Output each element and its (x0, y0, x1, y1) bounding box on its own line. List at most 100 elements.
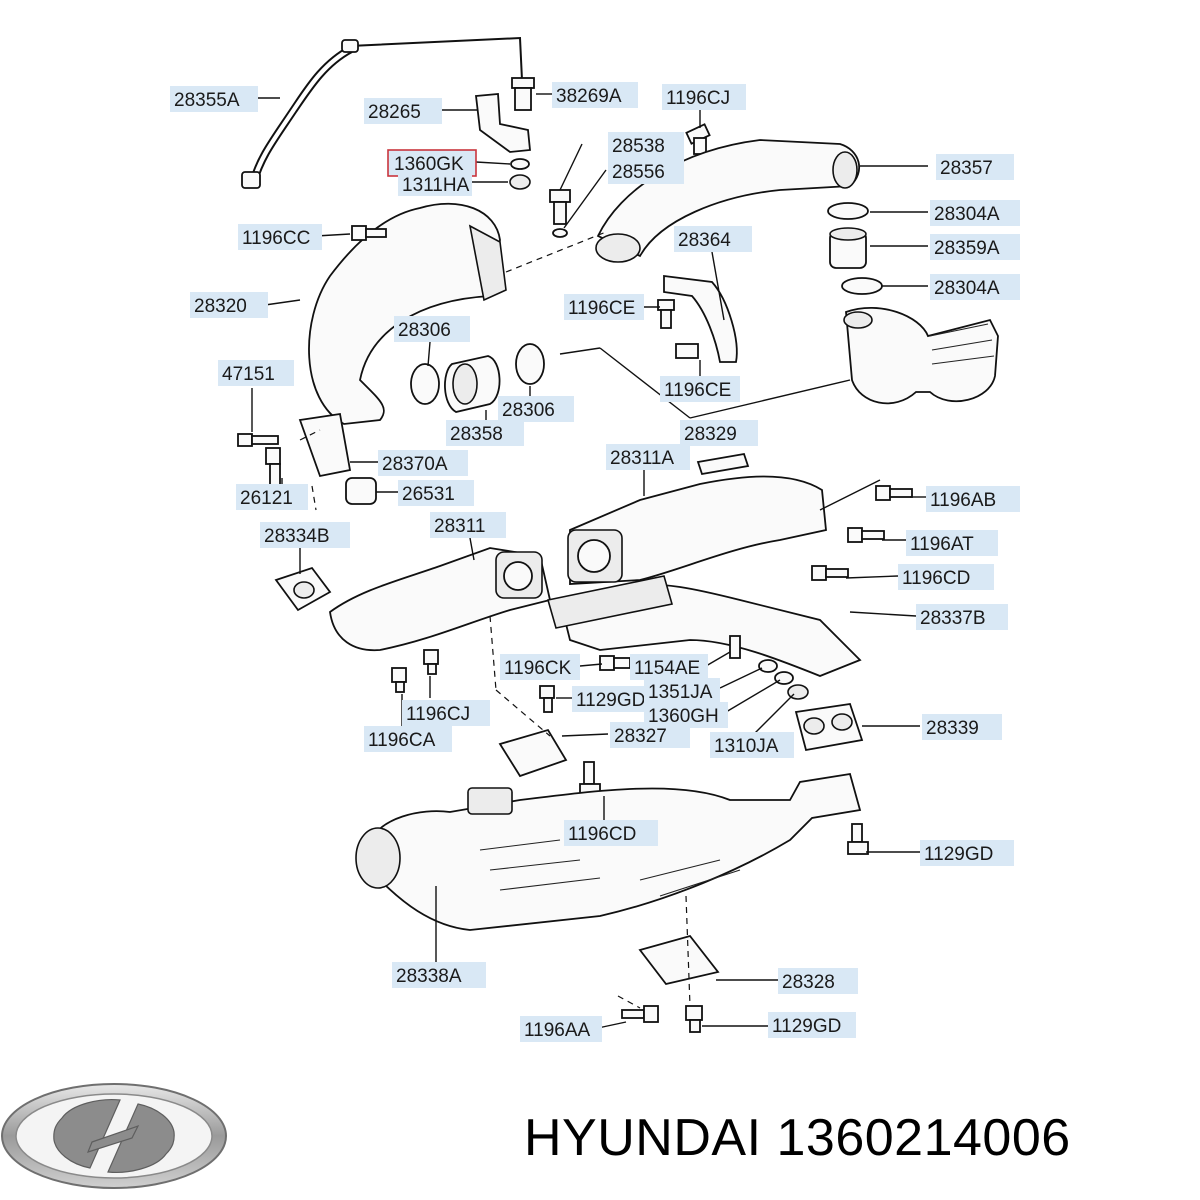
exhaust-manifold-28311 (329, 547, 552, 652)
label-1129GD-3[interactable]: 1129GD (768, 1012, 856, 1038)
label-28357[interactable]: 28357 (936, 154, 1014, 180)
label-28328[interactable]: 28328 (778, 968, 858, 994)
svg-text:26121: 26121 (240, 488, 293, 509)
svg-text:28304A: 28304A (934, 204, 1000, 225)
label-1196AB[interactable]: 1196AB (926, 486, 1020, 512)
svg-text:1196AA: 1196AA (524, 1020, 591, 1041)
label-28338A[interactable]: 28338A (392, 962, 486, 988)
label-38269A[interactable]: 38269A (552, 82, 638, 108)
svg-text:47151: 47151 (222, 364, 275, 385)
svg-text:1196CD: 1196CD (568, 824, 636, 845)
front-pipe-28338A (355, 772, 862, 931)
svg-text:28538: 28538 (612, 136, 665, 157)
svg-text:1196AB: 1196AB (930, 490, 996, 511)
label-28556[interactable]: 28556 (608, 158, 684, 184)
svg-text:28306: 28306 (398, 320, 451, 341)
svg-text:28328: 28328 (782, 972, 835, 993)
bracket-28328 (638, 934, 720, 986)
svg-text:28359A: 28359A (934, 238, 1000, 259)
svg-text:1196CC: 1196CC (242, 228, 310, 249)
svg-text:1154AE: 1154AE (634, 658, 700, 679)
label-1196CJ-2[interactable]: 1196CJ (402, 700, 490, 726)
label-28358[interactable]: 28358 (446, 420, 524, 446)
part-number: 1360214006 (776, 1109, 1071, 1167)
label-28334B[interactable]: 28334B (260, 522, 350, 548)
label-1196CE-2[interactable]: 1196CE (660, 376, 740, 402)
label-26121[interactable]: 26121 (236, 484, 308, 510)
svg-text:28311A: 28311A (610, 448, 674, 469)
label-28327[interactable]: 28327 (610, 722, 690, 748)
label-1196CK[interactable]: 1196CK (500, 654, 580, 680)
label-26531[interactable]: 26531 (398, 480, 474, 506)
svg-text:1196CD: 1196CD (902, 568, 970, 589)
intake-elbow-28320 (308, 202, 501, 425)
svg-text:28357: 28357 (940, 158, 993, 179)
label-1196CE-1[interactable]: 1196CE (564, 294, 644, 320)
svg-text:1196AT: 1196AT (910, 534, 974, 555)
svg-text:28329: 28329 (684, 424, 737, 445)
label-28329[interactable]: 28329 (680, 420, 758, 446)
label-28364[interactable]: 28364 (674, 226, 752, 252)
leader-lines (251, 93, 928, 1029)
label-28304A-2[interactable]: 28304A (930, 274, 1020, 300)
bracket-28327 (498, 728, 568, 778)
svg-text:1351JA: 1351JA (648, 682, 713, 703)
label-1351JA[interactable]: 1351JA (644, 678, 720, 704)
label-1196CD-1[interactable]: 1196CD (898, 564, 994, 590)
hyundai-logo-icon (1, 1083, 227, 1189)
svg-text:1196CE: 1196CE (568, 298, 635, 319)
label-47151[interactable]: 47151 (218, 360, 294, 386)
svg-text:28306: 28306 (502, 400, 555, 421)
label-28265[interactable]: 28265 (364, 98, 442, 124)
label-28339[interactable]: 28339 (922, 714, 1002, 740)
label-1311HA[interactable]: 1311HA (398, 174, 472, 196)
svg-text:28339: 28339 (926, 718, 979, 739)
oil-pipe-28355A (249, 36, 523, 183)
label-28311[interactable]: 28311 (430, 512, 506, 538)
svg-text:28327: 28327 (614, 726, 667, 747)
svg-text:28304A: 28304A (934, 278, 1000, 299)
label-1154AE[interactable]: 1154AE (630, 654, 708, 680)
svg-text:28334B: 28334B (264, 526, 330, 547)
svg-text:1360GH: 1360GH (648, 706, 719, 727)
label-1196CA[interactable]: 1196CA (364, 726, 452, 752)
svg-text:1196CE: 1196CE (664, 380, 731, 401)
label-28538[interactable]: 28538 (608, 132, 684, 158)
label-28320[interactable]: 28320 (190, 292, 268, 318)
svg-text:1129GD: 1129GD (576, 690, 645, 711)
label-1196CJ-top[interactable]: 1196CJ (662, 84, 746, 110)
label-28370A[interactable]: 28370A (378, 450, 468, 476)
label-28359A[interactable]: 28359A (930, 234, 1020, 260)
bracket-28364 (663, 274, 738, 363)
brand-part-number: HYUNDAI 1360214006 (524, 1108, 1071, 1168)
label-28355A[interactable]: 28355A (170, 86, 258, 112)
bracket-28265 (474, 93, 531, 153)
svg-text:28364: 28364 (678, 230, 731, 251)
label-1196AA[interactable]: 1196AA (520, 1016, 602, 1042)
svg-text:26531: 26531 (402, 484, 455, 505)
label-28306-1[interactable]: 28306 (394, 316, 470, 342)
label-1360GK[interactable]: 1360GK (387, 149, 477, 177)
label-1129GD-1[interactable]: 1129GD (572, 686, 652, 712)
label-1196AT[interactable]: 1196AT (906, 530, 998, 556)
label-28304A-1[interactable]: 28304A (930, 200, 1020, 226)
svg-text:1310JA: 1310JA (714, 736, 779, 757)
label-1196CC[interactable]: 1196CC (238, 224, 322, 250)
svg-text:28338A: 28338A (396, 966, 462, 987)
svg-text:28337B: 28337B (920, 608, 986, 629)
label-28311A[interactable]: 28311A (606, 444, 690, 470)
svg-text:1360GK: 1360GK (394, 154, 464, 175)
svg-text:1311HA: 1311HA (402, 175, 470, 196)
svg-text:28358: 28358 (450, 424, 503, 445)
svg-text:28355A: 28355A (174, 90, 240, 111)
label-1310JA[interactable]: 1310JA (710, 732, 794, 758)
label-28306-2[interactable]: 28306 (498, 396, 574, 422)
label-28337B[interactable]: 28337B (916, 604, 1008, 630)
label-1196CD-2[interactable]: 1196CD (564, 820, 658, 846)
svg-text:28265: 28265 (368, 102, 421, 123)
label-1129GD-2[interactable]: 1129GD (920, 840, 1014, 866)
svg-text:1196CJ: 1196CJ (406, 704, 470, 725)
part-labels: 28355A 38269A 28265 1196CJ 28538 1360GK … (170, 82, 1020, 1042)
svg-text:1129GD: 1129GD (772, 1016, 841, 1037)
